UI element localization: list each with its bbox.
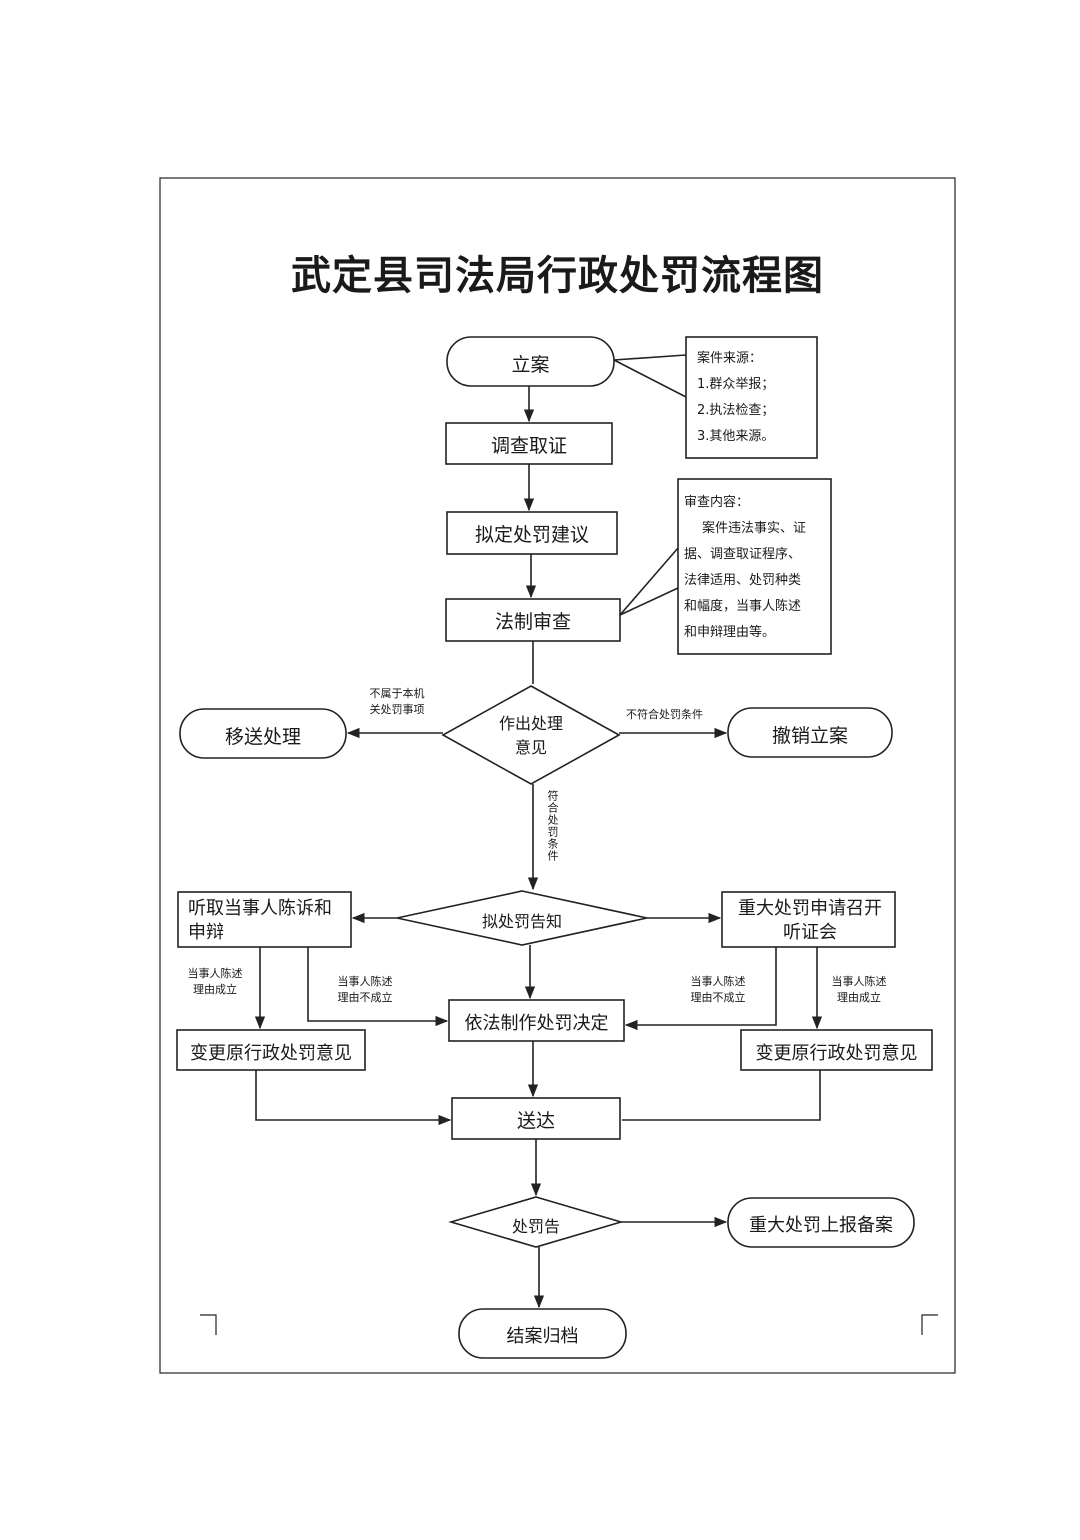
source-note-line: 1.群众举报； <box>697 377 775 392</box>
page-frame <box>159 177 956 1374</box>
start-label: 立案 <box>511 354 550 376</box>
edge-label-line: 当事人陈述 <box>831 975 887 988</box>
transfer-label: 移送处理 <box>224 726 301 748</box>
review-note-title: 审查内容： <box>684 495 750 510</box>
review-note-line: 案件违法事实、证 <box>702 521 807 536</box>
report-terminal <box>727 1197 915 1248</box>
review-note: 审查内容： 案件违法事实、证 据、调查取证程序、 法律适用、处罚种类 和幅度，当… <box>684 490 806 646</box>
decision-label: 作出处理意见 <box>498 714 563 757</box>
report-label: 重大处罚上报备案 <box>749 1215 893 1236</box>
edge-label-line: 当事人陈述 <box>690 975 746 988</box>
penalty-diamond <box>448 1196 624 1248</box>
change-right-box <box>740 1029 933 1071</box>
review-note-line: 据、调查取证程序、 <box>684 547 802 562</box>
review-note-line: 和幅度，当事人陈述 <box>684 599 802 614</box>
revoke-terminal <box>727 707 893 758</box>
hearing-label: 听取当事人陈诉和申辩 <box>188 898 332 943</box>
propose-box <box>446 511 618 555</box>
page-title: 武定县司法局行政处罚流程图 <box>291 253 824 299</box>
change-right-label: 变更原行政处罚意见 <box>755 1043 918 1064</box>
edge-label-line: 关处罚事项 <box>369 703 425 716</box>
edge-label-line: 理由成立 <box>193 983 237 996</box>
major-hearing-box <box>721 891 896 948</box>
edge-label-hr-invalid: 当事人陈述 理由不成立 <box>683 974 753 1006</box>
review-note-box <box>677 478 832 655</box>
transfer-terminal <box>179 708 347 759</box>
edge-label-not-ours: 不属于本机 关处罚事项 <box>362 686 432 718</box>
change-left-label: 变更原行政处罚意见 <box>190 1043 352 1064</box>
source-note-line: 3.其他来源。 <box>697 429 775 444</box>
decision-diamond <box>441 685 621 785</box>
review-note-line: 法律适用、处罚种类 <box>684 573 802 588</box>
edge-label-not-meet: 不符合处罚条件 <box>626 708 703 721</box>
edge-label-line: 理由成立 <box>837 991 881 1004</box>
notice-label: 拟处罚告知 <box>481 912 562 931</box>
edge-label-line: 当事人陈述 <box>187 967 243 980</box>
archive-label: 结案归档 <box>506 1326 579 1347</box>
edge-label-meet: 符合处罚条件 <box>546 790 559 862</box>
source-note: 案件来源： 1.群众举报； 2.执法检查； 3.其他来源。 <box>697 346 774 450</box>
legal-review-label: 法制审查 <box>494 611 571 633</box>
edge-label-line: 当事人陈述 <box>337 975 393 988</box>
investigate-label: 调查取证 <box>490 435 567 457</box>
revoke-label: 撤销立案 <box>771 725 848 747</box>
legal-decision-box <box>448 999 625 1042</box>
source-note-line: 2.执法检查； <box>697 403 775 418</box>
review-note-line: 和申辩理由等。 <box>684 625 776 640</box>
major-hearing-label: 重大处罚申请召开听证会 <box>738 898 882 943</box>
edge-label-hr-valid: 当事人陈述 理由成立 <box>824 974 894 1006</box>
penalty-label: 处罚告 <box>511 1217 560 1236</box>
source-note-title: 案件来源： <box>697 351 763 366</box>
edge-label-line: 理由不成立 <box>690 991 746 1004</box>
legal-decision-label: 依法制作处罚决定 <box>464 1013 609 1034</box>
hearing-box <box>177 891 352 948</box>
edge-label-line: 不属于本机 <box>369 687 425 700</box>
edge-label-line: 理由不成立 <box>337 991 393 1004</box>
edge-label-hl-valid: 当事人陈述 理由成立 <box>180 966 250 998</box>
notice-diamond <box>396 890 648 946</box>
start-terminal <box>446 336 615 387</box>
change-left-box <box>176 1029 366 1071</box>
propose-label: 拟定处罚建议 <box>474 524 589 546</box>
deliver-label: 送达 <box>516 1110 555 1132</box>
archive-terminal <box>458 1308 627 1359</box>
source-note-box <box>685 336 818 459</box>
edge-label-hl-invalid: 当事人陈述 理由不成立 <box>330 974 400 1006</box>
